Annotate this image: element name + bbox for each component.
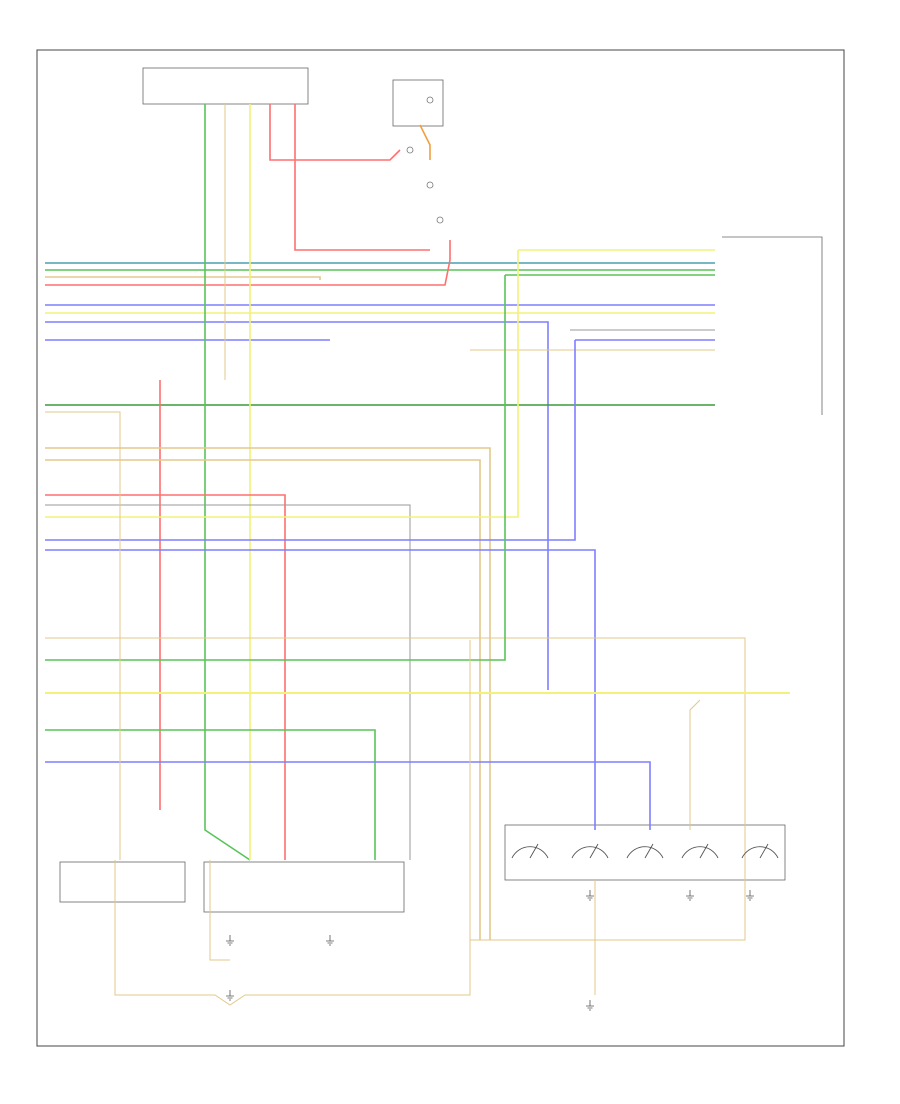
wire-tan-left [45,411,121,860]
gauge-2-needle [589,843,599,859]
wire-tan-bus [45,276,321,280]
wire-green-down [204,104,251,861]
wire-red-top [269,104,401,161]
gauge-3-needle [644,843,654,859]
wire-gray-mid [45,504,411,860]
wire-tan-lower [45,637,746,941]
wire-tan-ground-loop [114,640,471,1006]
wire-blue-bus-2 [45,321,549,690]
gauge-4-needle [699,843,709,859]
wire-green-lower-2 [45,729,376,860]
gauge-5 [741,846,779,859]
gauge-1 [511,846,549,859]
instrument-cluster-connector [722,236,823,415]
wire-red-bus [45,240,451,286]
gauge-5-needle [759,843,769,859]
ground-3-icon [586,890,594,901]
gauge-1-needle [529,843,539,859]
wire-tan-mid-2 [45,459,481,940]
selector-lever-block [203,861,405,913]
wire-red-mid [45,494,286,860]
ground-2-icon [326,935,334,946]
connector-2 [406,146,414,154]
diagram-frame [36,49,845,1047]
wire-tan-mid-1 [45,447,491,940]
top-module-box [142,67,309,105]
symbols-layer [226,96,779,1011]
ground-7-icon [586,1000,594,1011]
wire-green-lower [45,275,506,661]
wire-blue-mid-2 [45,549,596,830]
connector-3 [426,181,434,189]
ground-4-icon [686,890,694,901]
ground-5-icon [746,890,754,901]
connector-4 [436,216,444,224]
wire-blue-lower [45,761,651,830]
instrument-cluster-block [59,861,186,903]
wire-blue-mid-1 [45,340,576,541]
wire-tan-sensor-feed [689,699,701,830]
control-module-box [392,79,444,127]
gauge-3 [626,846,664,859]
ground-6-icon [226,990,234,1001]
wire-tan-ground-2 [209,860,230,961]
gauge-2 [571,846,609,859]
wire-yellow-mid [45,250,519,518]
ground-1-icon [226,935,234,946]
wire-red-top-2 [294,104,430,251]
wires-layer [45,104,790,1006]
gauge-4 [681,846,719,859]
wire-orange-top [419,124,431,160]
position-sensor-block [504,824,786,881]
connector-1 [426,96,434,104]
